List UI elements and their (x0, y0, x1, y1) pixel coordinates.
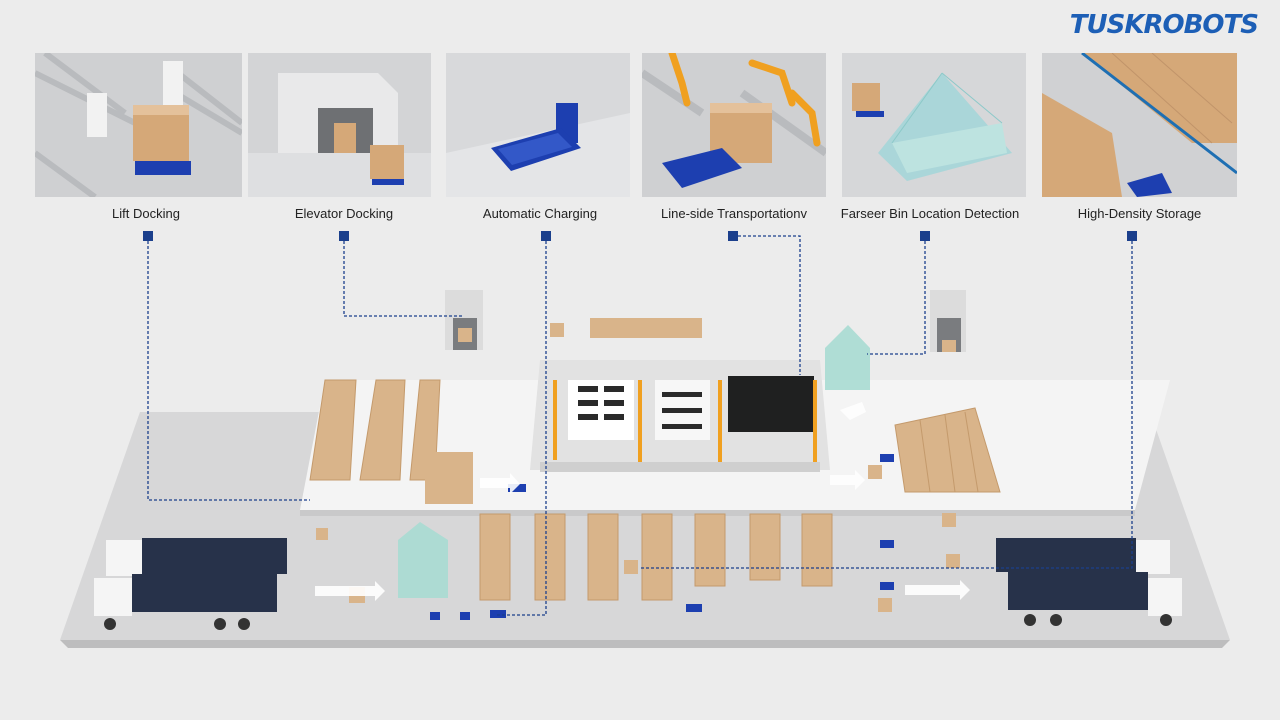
automatic-charging-image (446, 53, 630, 197)
flow-arrows (315, 402, 970, 601)
feature-label-lift-docking: Lift Docking (112, 206, 180, 221)
feature-marker-elevator-docking[interactable] (339, 231, 349, 241)
agv-robots (430, 454, 894, 620)
high-density-storage-image (1042, 53, 1237, 197)
elevator-docking-image (248, 53, 431, 197)
feature-marker-high-density-storage[interactable] (1127, 231, 1137, 241)
feature-label-automatic-charging: Automatic Charging (482, 206, 598, 221)
storage-racks-upper-left (309, 379, 441, 481)
storage-rows-lower (479, 513, 833, 601)
elevator-left (445, 290, 483, 350)
feature-label-farseer-bin-location-detection: Farseer Bin Location Detection (840, 206, 1020, 221)
farseer-detection-image (842, 53, 1026, 197)
elevator-right (930, 290, 966, 352)
lift-docking-image (35, 53, 242, 197)
leader-lines (147, 235, 1133, 616)
line-side-transportation-image (642, 53, 826, 197)
trucks-right (996, 538, 1182, 626)
box-stack-left (425, 452, 473, 504)
storage-racks-upper-right (894, 407, 1001, 493)
feature-marker-lift-docking[interactable] (143, 231, 153, 241)
production-line-area (530, 318, 830, 472)
farseer-zone (398, 325, 870, 598)
trucks-left (94, 538, 287, 630)
feature-marker-automatic-charging[interactable] (541, 231, 551, 241)
feature-marker-farseer-bin-location-detection[interactable] (920, 231, 930, 241)
feature-label-elevator-docking: Elevator Docking (294, 206, 394, 221)
tuskrobots-logo: TUSKROBOTS (1069, 10, 1259, 40)
feature-marker-line-side-transportation[interactable] (728, 231, 738, 241)
feature-label-line-side-transportation: Line-side Transportationv (661, 206, 807, 221)
feature-label-high-density-storage: High-Density Storage (1077, 206, 1202, 221)
